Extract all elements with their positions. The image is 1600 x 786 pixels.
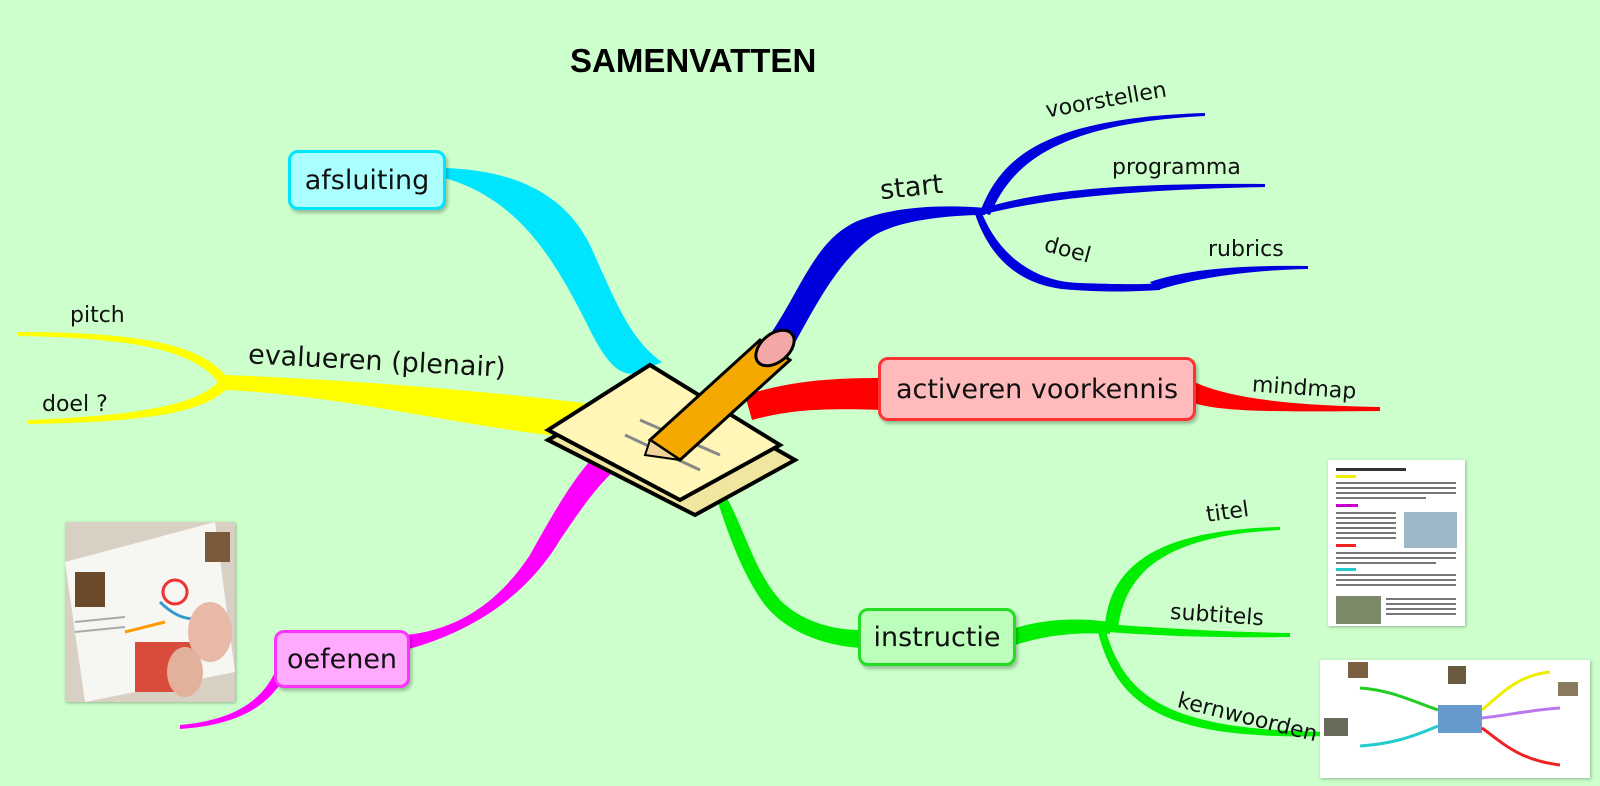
twig-kernwoorden: [1098, 628, 1330, 737]
twig-instructie-stem: [1015, 619, 1110, 645]
node-activeren-voorkennis[interactable]: activeren voorkennis: [878, 357, 1196, 421]
label-start: start: [878, 168, 945, 207]
node-oefenen[interactable]: oefenen: [274, 630, 410, 688]
label-programma: programma: [1112, 155, 1241, 180]
twig-subtitels: [1105, 624, 1290, 638]
twig-doel-vraag: [28, 380, 230, 424]
branch-evalueren: [225, 375, 600, 440]
node-activeren-label: activeren voorkennis: [895, 373, 1179, 405]
branch-oefenen: [405, 450, 630, 650]
label-doel-vraag: doel ?: [42, 392, 108, 417]
branch-activeren: [745, 378, 880, 420]
pencil-notepad-icon: [543, 328, 800, 518]
document-thumbnail: [1328, 460, 1465, 626]
node-instructie[interactable]: instructie: [858, 608, 1016, 666]
branch-afsluiting: [445, 168, 662, 374]
label-rubrics: rubrics: [1208, 237, 1284, 262]
node-instructie-label: instructie: [873, 621, 1001, 653]
photo-student-drawing-mindmap: [65, 522, 235, 702]
twig-programma: [978, 183, 1265, 214]
node-oefenen-label: oefenen: [286, 643, 398, 675]
twig-doel: [975, 208, 1160, 292]
page-title: SAMENVATTEN: [570, 42, 817, 79]
node-afsluiting-label: afsluiting: [304, 164, 430, 196]
twig-mindmap: [1190, 380, 1380, 412]
node-afsluiting[interactable]: afsluiting: [288, 150, 446, 210]
mindmap-thumbnail: [1320, 660, 1590, 778]
label-pitch: pitch: [70, 303, 125, 328]
twig-rubrics: [1150, 265, 1308, 290]
twig-voorstellen: [980, 113, 1205, 215]
twig-pitch: [18, 332, 230, 385]
